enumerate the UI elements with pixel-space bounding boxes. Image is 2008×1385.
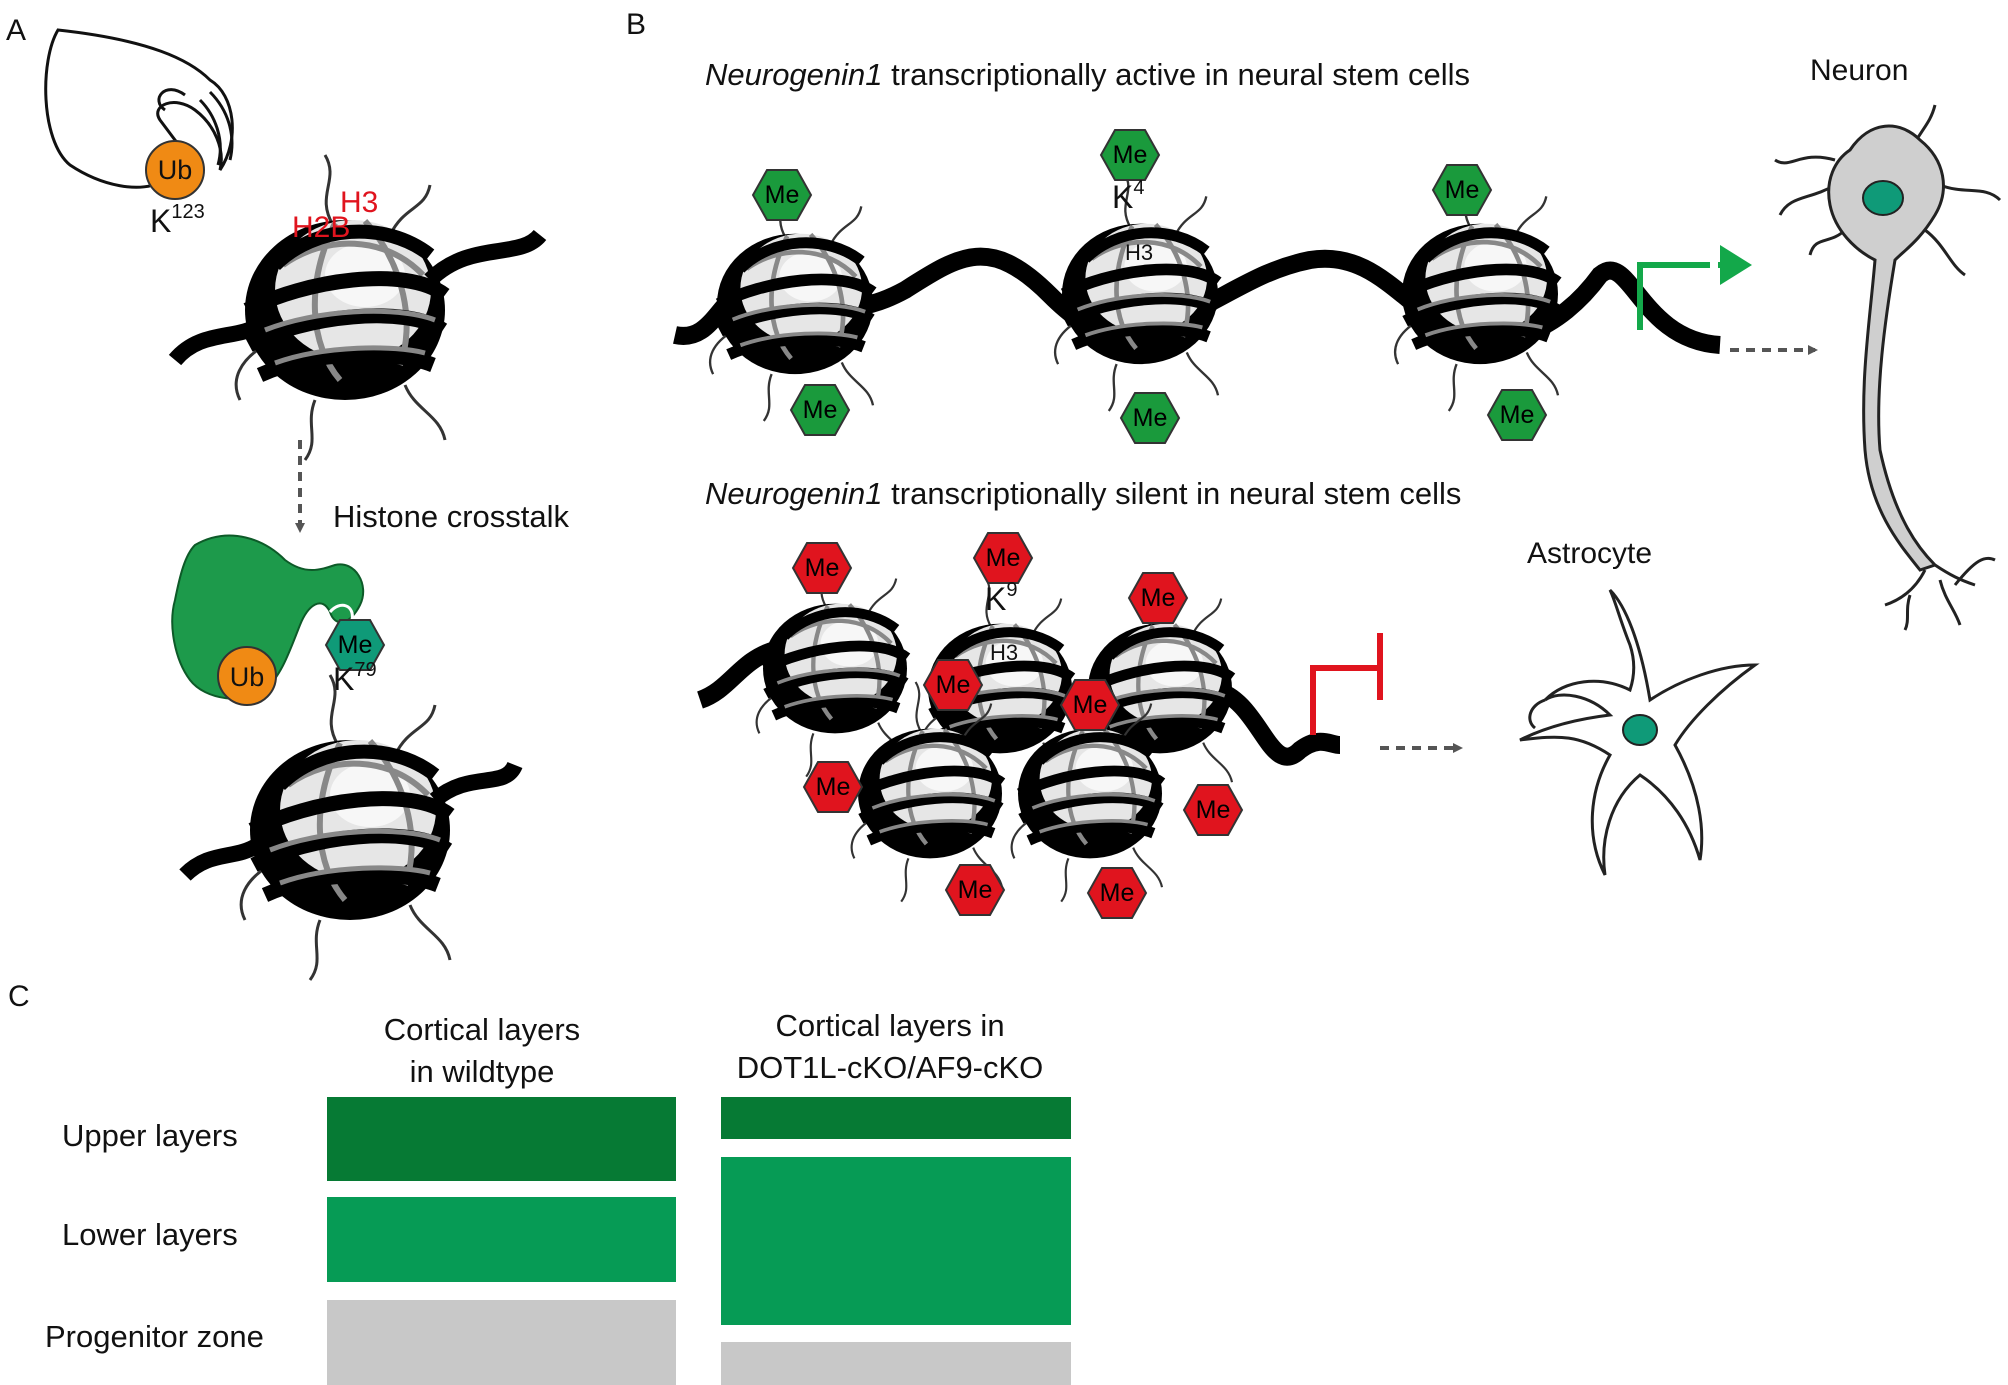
k123-label: K123 — [150, 201, 205, 239]
ub-label-top: Ub — [158, 155, 193, 185]
neuron-cell — [1774, 104, 2002, 631]
ubiquitin-circle-bottom — [217, 646, 277, 706]
me-label-k79: Me — [338, 631, 373, 659]
me-label-active-2: Me — [803, 396, 838, 424]
me-label-active-3: Me — [1113, 141, 1148, 169]
me-label-silent-6: Me — [816, 773, 851, 801]
me-label-silent-4: Me — [936, 671, 971, 699]
mutant-progenitor-zone — [721, 1342, 1071, 1385]
astrocyte-label: Astrocyte — [1527, 537, 1652, 570]
wildtype-header-line1: Cortical layers — [384, 1012, 580, 1047]
mutant-upper-layer — [721, 1097, 1071, 1139]
dna-a-top-right — [424, 229, 547, 286]
h2b-label-red: H2B — [292, 211, 350, 244]
me-label-silent-2: Me — [986, 544, 1021, 572]
active-arrowhead — [1720, 245, 1752, 285]
row-label-progenitor: Progenitor zone — [45, 1319, 264, 1354]
me-label-silent-7: Me — [1196, 796, 1231, 824]
nucleosome-active-2 — [1055, 173, 1218, 411]
h3-label-red: H3 — [340, 186, 378, 219]
active-promoter — [1637, 262, 1700, 330]
astrocyte-cell — [1519, 588, 1760, 876]
mutant-header-line1: Cortical layers in — [775, 1008, 1004, 1043]
methyltransferase-enzyme — [171, 534, 365, 700]
me-label-silent-5: Me — [1073, 691, 1108, 719]
k79-label: K79 — [333, 659, 377, 697]
histone-crosstalk-label: Histone crosstalk — [333, 499, 570, 534]
mutant-header-line2: DOT1L-cKO/AF9-cKO — [737, 1050, 1044, 1085]
row-label-lower: Lower layers — [62, 1217, 238, 1252]
k4-label: K4 — [1112, 177, 1144, 215]
panel-a-letter: A — [6, 14, 26, 47]
wildtype-progenitor-zone — [327, 1300, 676, 1385]
wildtype-header-line2: in wildtype — [410, 1054, 555, 1089]
me-label-active-6: Me — [1500, 401, 1535, 429]
me-label-silent-9: Me — [1100, 879, 1135, 907]
ubiquitin-enzyme-top — [44, 28, 234, 189]
panel-b-letter: B — [626, 8, 646, 41]
silent-promoter — [1310, 665, 1380, 735]
panel-c-letter: C — [8, 980, 30, 1013]
ub-label-bottom: Ub — [230, 662, 265, 692]
me-label-active-5: Me — [1445, 176, 1480, 204]
silent-title: Neurogenin1 transcriptionally silent in … — [705, 476, 1461, 511]
nucleosome-a-bottom — [241, 675, 450, 980]
dna-a-bottom-right — [429, 761, 523, 807]
h3-label-active: H3 — [1125, 240, 1153, 265]
active-title: Neurogenin1 transcriptionally active in … — [705, 57, 1470, 92]
wildtype-lower-layer — [327, 1197, 676, 1282]
dna-a-top — [168, 317, 265, 366]
row-label-upper: Upper layers — [62, 1118, 238, 1153]
me-label-silent-3: Me — [1141, 584, 1176, 612]
me-label-silent-8: Me — [958, 876, 993, 904]
ubiquitin-circle-top — [145, 140, 205, 200]
me-label-active-4: Me — [1133, 404, 1168, 432]
wildtype-upper-layer — [327, 1097, 676, 1181]
k9-label: K9 — [985, 579, 1017, 617]
h3-label-silent: H3 — [990, 640, 1018, 665]
mutant-lower-layer — [721, 1157, 1071, 1325]
me-label-silent-1: Me — [805, 554, 840, 582]
dna-a-bottom — [179, 838, 263, 881]
neuron-label: Neuron — [1810, 54, 1908, 87]
me-label-active-1: Me — [765, 181, 800, 209]
